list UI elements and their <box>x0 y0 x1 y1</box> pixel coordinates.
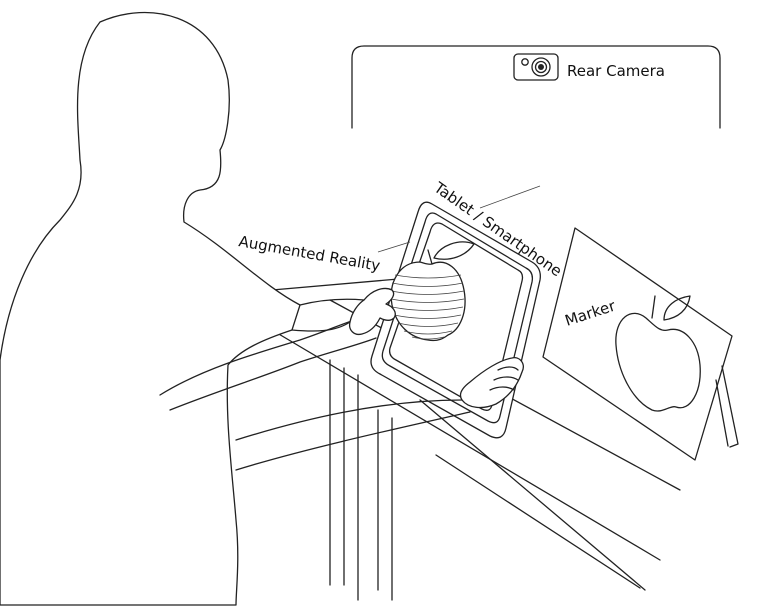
tablet-inner <box>381 212 534 424</box>
person-silhouette <box>0 11 301 606</box>
device-leader-line <box>479 185 541 209</box>
camera-icon <box>513 53 559 81</box>
tablet-screen <box>388 222 524 411</box>
device-back-outline <box>351 45 721 129</box>
marker-board <box>542 227 739 461</box>
ar-apple <box>390 241 475 342</box>
hands <box>235 287 524 471</box>
ar-leader-line <box>377 241 411 253</box>
rear-camera-label: Rear Camera <box>567 62 665 80</box>
rear-camera-inset <box>351 45 721 129</box>
person <box>0 11 377 606</box>
augmented-reality-label: Augmented Reality <box>237 232 381 275</box>
apple-icon <box>615 295 701 412</box>
